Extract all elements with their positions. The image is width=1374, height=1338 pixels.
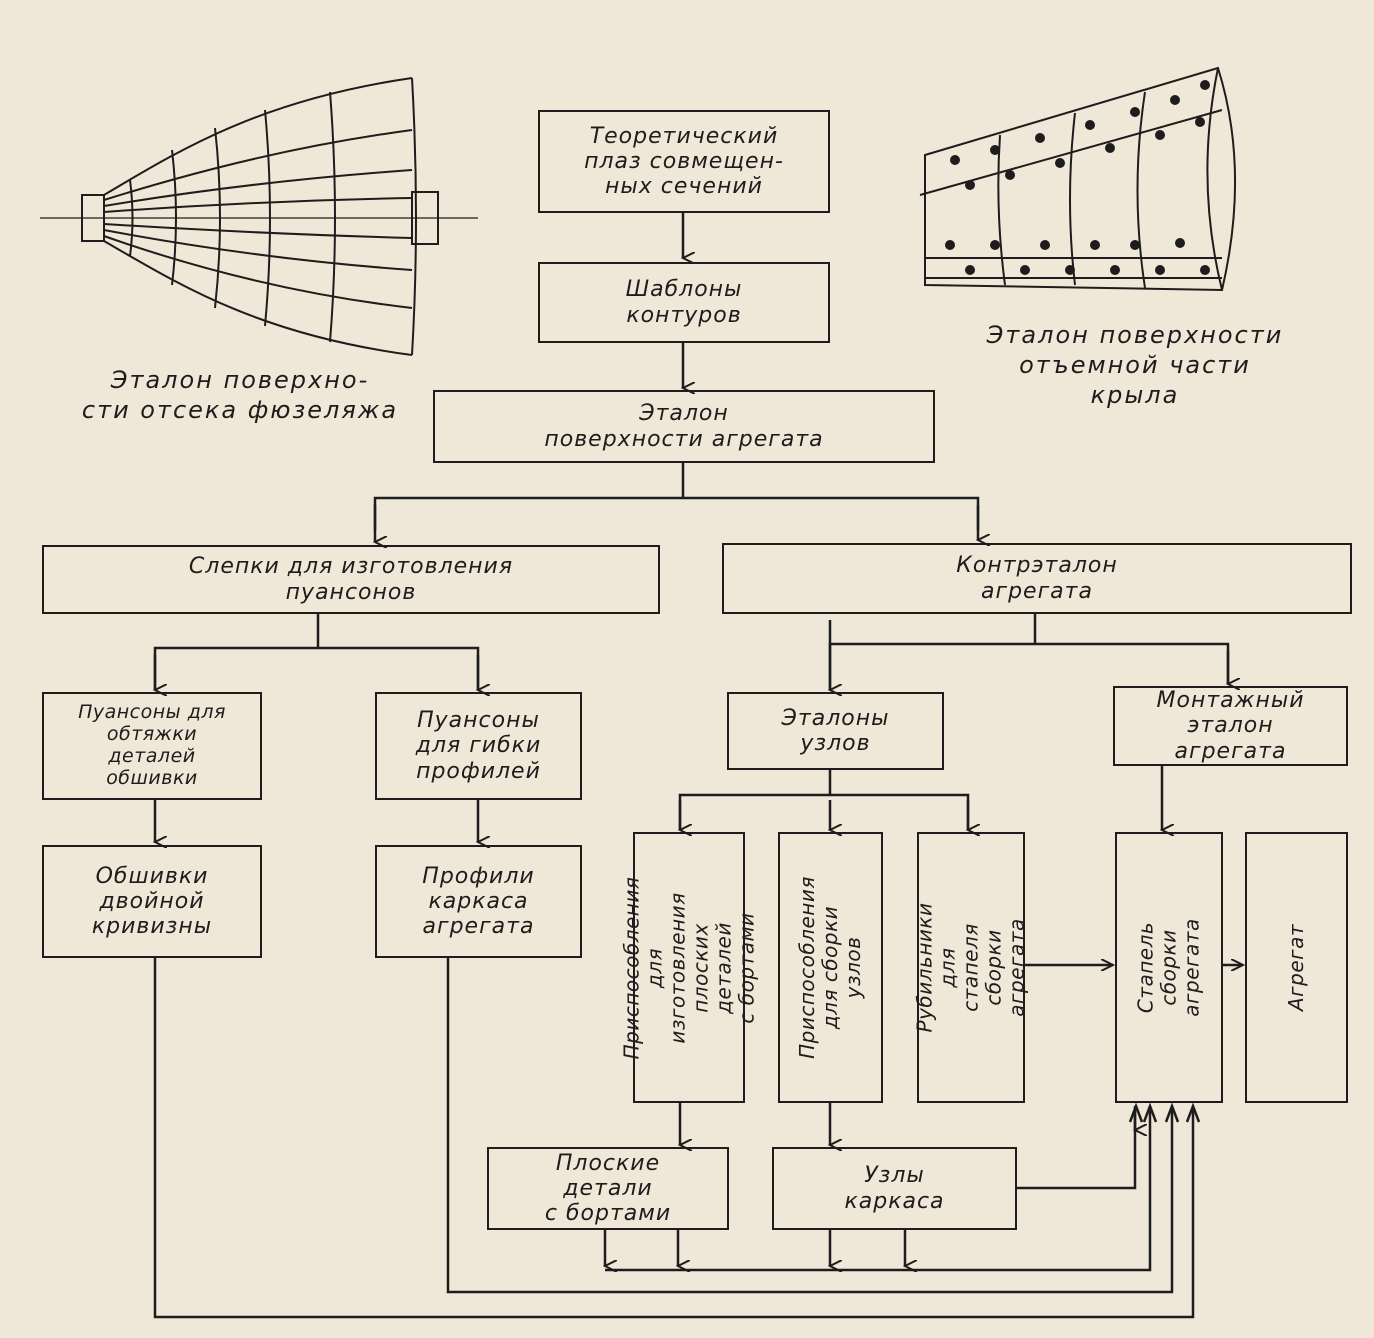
flat-part-fixtures-box: Приспособления для изготовления плоских …: [619, 832, 758, 1103]
node-masters-box: Эталоны узлов: [727, 692, 944, 770]
double-curvature-skins-label: Обшивки двойной кривизны: [91, 863, 213, 940]
node-masters-label: Эталоны узлов: [781, 705, 890, 756]
counter-master-box: Контрэталон агрегата: [722, 543, 1352, 614]
jig-boards-label: Рубильники для стапеля сборки агрегата: [912, 902, 1029, 1033]
unit-surface-master-label: Эталон поверхности агрегата: [544, 401, 824, 452]
bending-punches-box: Пуансоны для гибки профилей: [375, 692, 582, 800]
stretch-punches-label: Пуансоны для обтяжки деталей обшивки: [78, 701, 226, 789]
unit-surface-master-box: Эталон поверхности агрегата: [433, 390, 935, 463]
flat-part-fixtures-label: Приспособления для изготовления плоских …: [619, 876, 758, 1059]
counter-master-label: Контрэталон агрегата: [956, 553, 1118, 604]
contour-templates-box: Шаблоны контуров: [538, 262, 830, 343]
bending-punches-label: Пуансоны для гибки профилей: [415, 708, 542, 784]
frame-profiles-box: Профили каркаса агрегата: [375, 845, 582, 958]
double-curvature-skins-box: Обшивки двойной кривизны: [42, 845, 262, 958]
wing-master-caption: Эталон поверхности отъемной части крыла: [986, 321, 1284, 409]
assembly-master-label: Монтажный эталон агрегата: [1156, 688, 1305, 764]
punch-casts-label: Слепки для изготовления пуансонов: [188, 554, 514, 605]
stretch-punches-box: Пуансоны для обтяжки деталей обшивки: [42, 692, 262, 800]
assembly-master-box: Монтажный эталон агрегата: [1113, 686, 1348, 766]
assembly-jig-label: Стапель сборки агрегата: [1133, 918, 1204, 1017]
theory-plaz-label: Теоретический плаз совмещен- ных сечений: [584, 123, 784, 200]
unit-box: Агрегат: [1245, 832, 1348, 1103]
contour-templates-label: Шаблоны контуров: [625, 277, 743, 328]
flat-parts-label: Плоские детали с бортами: [544, 1150, 672, 1227]
node-assembly-fixtures-box: Приспособления для сборки узлов: [778, 832, 883, 1103]
frame-profiles-label: Профили каркаса агрегата: [422, 863, 535, 940]
punch-casts-box: Слепки для изготовления пуансонов: [42, 545, 660, 614]
node-assembly-fixtures-label: Приспособления для сборки узлов: [795, 876, 865, 1059]
fuselage-surface-master-sketch: [40, 77, 478, 356]
wing-surface-master-sketch: [919, 66, 1237, 292]
jig-boards-box: Рубильники для стапеля сборки агрегата: [913, 832, 1029, 1103]
fuselage-master-caption: Эталон поверхно- сти отсека фюзеляжа: [81, 366, 399, 424]
theory-plaz-box: Теоретический плаз совмещен- ных сечений: [538, 110, 830, 213]
flat-parts-box: Плоские детали с бортами: [487, 1147, 729, 1230]
frame-nodes-label: Узлы каркаса: [844, 1163, 945, 1214]
wing-rivet-dots: [945, 80, 1210, 275]
unit-label: Агрегат: [1283, 923, 1308, 1012]
frame-nodes-box: Узлы каркаса: [772, 1147, 1017, 1230]
assembly-jig-box: Стапель сборки агрегата: [1115, 832, 1223, 1103]
